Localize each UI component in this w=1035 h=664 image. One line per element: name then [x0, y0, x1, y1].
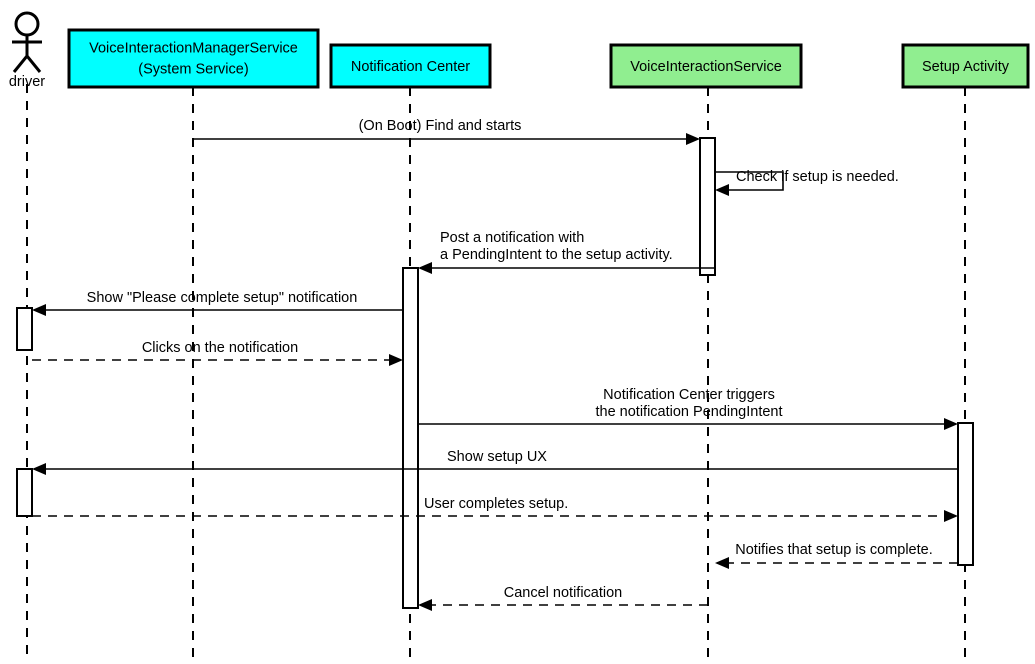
arrow-head	[32, 463, 46, 475]
participant-label-vims: VoiceInteractionManagerService	[89, 40, 298, 56]
activation-bar-notifcenter	[402, 267, 419, 609]
arrow-head	[944, 510, 958, 522]
message-msg-on-boot: (On Boot) Find and starts	[193, 118, 700, 145]
message-msg-show-setup-ux: Show setup UX	[32, 449, 958, 475]
message-label: User completes setup.	[424, 496, 568, 512]
message-label: Post a notification with	[440, 230, 584, 246]
message-msg-check-setup: Check if setup is needed.	[715, 169, 899, 196]
participant-label-notifcenter: Notification Center	[351, 59, 470, 75]
participant-sublabel-vims: (System Service)	[138, 61, 248, 77]
actor-leg-right	[25, 55, 42, 73]
participant-box-vis[interactable]	[609, 43, 803, 89]
activation-bars-group	[16, 137, 974, 609]
message-label: Show "Please complete setup" notificatio…	[87, 290, 358, 306]
participant-box-notifcenter[interactable]	[329, 43, 492, 89]
message-msg-user-completes-setup: User completes setup.	[32, 496, 958, 522]
message-label: (On Boot) Find and starts	[359, 118, 522, 134]
activation-bar-driver	[16, 307, 33, 351]
message-msg-cancel-notification: Cancel notification	[418, 585, 708, 611]
message-label: Clicks on the notification	[142, 340, 298, 356]
arrow-head	[32, 304, 46, 316]
actor-head-icon	[14, 11, 40, 37]
message-label: Notifies that setup is complete.	[735, 542, 932, 558]
message-msg-notifies-setup-complete: Notifies that setup is complete.	[715, 542, 958, 569]
message-msg-show-notification: Show "Please complete setup" notificatio…	[32, 290, 403, 316]
message-label: Notification Center triggers	[603, 387, 775, 403]
activation-bar-vis	[699, 137, 716, 276]
message-label: a PendingIntent to the setup activity.	[440, 247, 673, 263]
arrow-head	[715, 557, 729, 569]
arrow-head	[715, 184, 729, 196]
message-label: the notification PendingIntent	[595, 404, 782, 420]
participant-label-setupactivity: Setup Activity	[922, 59, 1010, 75]
message-label: Show setup UX	[447, 449, 547, 465]
arrow-head	[418, 262, 432, 274]
message-label: Cancel notification	[504, 585, 623, 601]
actor-label-driver: driver	[9, 74, 45, 90]
participant-box-vims[interactable]	[67, 28, 320, 89]
participant-box-setupactivity[interactable]	[901, 43, 1030, 89]
actor-leg-left	[12, 55, 29, 73]
participant-boxes-group: VoiceInteractionManagerService (System Se…	[67, 28, 1030, 89]
activation-bar-setupactivity	[957, 422, 974, 566]
message-label: Check if setup is needed.	[736, 169, 899, 185]
arrow-head	[944, 418, 958, 430]
message-line	[715, 171, 784, 191]
arrow-head	[686, 133, 700, 145]
participant-label-vis: VoiceInteractionService	[630, 59, 782, 75]
message-msg-clicks-notification: Clicks on the notification	[32, 340, 403, 366]
arrow-head	[418, 599, 432, 611]
actor-driver[interactable]: driver	[9, 11, 45, 90]
activation-bar-driver	[16, 468, 33, 517]
arrow-head	[389, 354, 403, 366]
